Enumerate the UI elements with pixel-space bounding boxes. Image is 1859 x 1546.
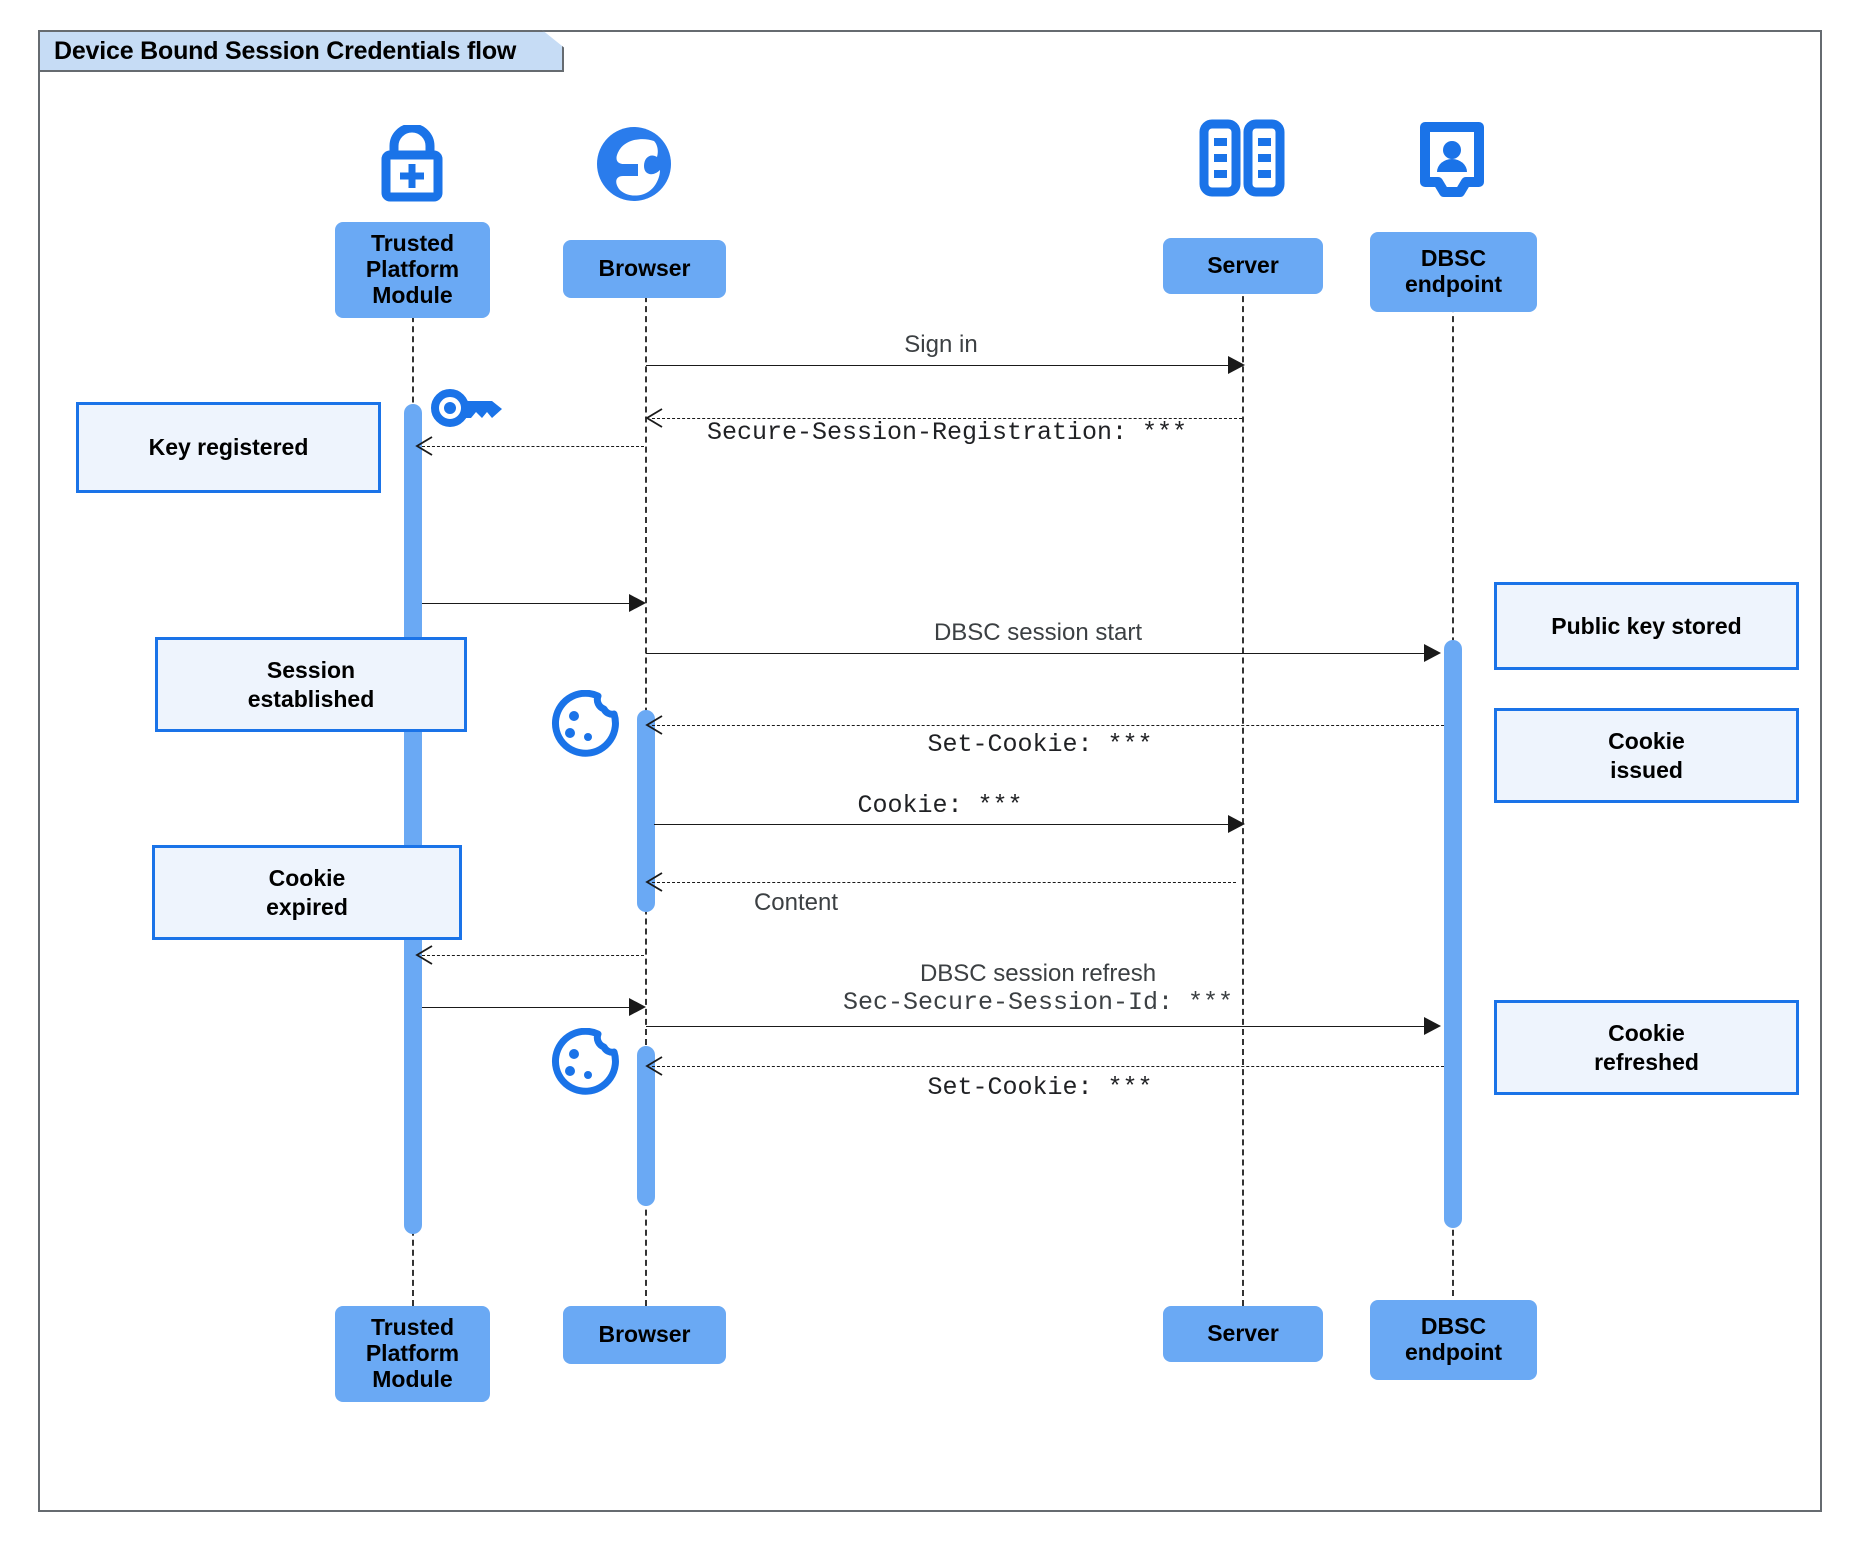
activation-tpm: [404, 404, 422, 1234]
label-line-2: Sec-Secure-Session-Id: ***: [842, 988, 1234, 1017]
message-line-set-cookie-2: [652, 1066, 1444, 1067]
participant-label: Server: [1207, 1320, 1279, 1347]
participant-browser-bottom[interactable]: Browser: [563, 1306, 726, 1364]
note-public-key-stored: Public key stored: [1494, 582, 1799, 670]
cookie-icon: [551, 1028, 619, 1095]
arrowhead-open-left: [645, 872, 663, 892]
activation-browser-1: [637, 710, 655, 912]
arrowhead-open-left: [645, 715, 663, 735]
participant-tpm-bottom[interactable]: Trusted Platform Module: [335, 1306, 490, 1402]
diagram-title: Device Bound Session Credentials flow: [38, 30, 564, 72]
message-line-browser-to-tpm-register: [422, 446, 644, 447]
note-cookie-expired: Cookie expired: [152, 845, 462, 940]
message-label-cookie: Cookie: ***: [857, 791, 1023, 820]
arrowhead-right: [1424, 644, 1441, 662]
arrowhead-open-left: [415, 945, 433, 965]
message-line-browser-to-tpm-refresh: [422, 955, 644, 956]
note-key-registered: Key registered: [76, 402, 381, 493]
id-badge-icon: [1420, 122, 1484, 197]
message-label-sign-in: Sign in: [904, 331, 978, 358]
note-text: Key registered: [148, 434, 309, 461]
message-label-dbsc-session-start: DBSC session start: [933, 619, 1143, 646]
note-text: Cookie issued: [1608, 727, 1685, 783]
participant-server-top[interactable]: Server: [1163, 238, 1323, 294]
arrowhead-right: [1424, 1017, 1441, 1035]
message-line-tpm-to-browser-refresh: [422, 1007, 638, 1008]
lifeline-server: [1242, 276, 1244, 1306]
message-line-set-cookie-1: [652, 725, 1444, 726]
arrowhead-right: [1228, 356, 1245, 374]
participant-label: Browser: [598, 255, 691, 282]
activation-browser-2: [637, 1046, 655, 1206]
participant-label: Server: [1207, 252, 1279, 279]
activation-dbsc: [1444, 640, 1462, 1228]
note-cookie-issued: Cookie issued: [1494, 708, 1799, 803]
message-label-content: Content: [753, 889, 839, 916]
message-label-dbsc-session-refresh: DBSC session refresh Sec-Secure-Session-…: [620, 960, 1456, 1017]
globe-icon: [597, 127, 671, 201]
note-text: Session established: [247, 656, 375, 712]
message-label-set-cookie-2: Set-Cookie: ***: [927, 1073, 1153, 1102]
arrowhead-open-left: [645, 1056, 663, 1076]
note-text: Cookie refreshed: [1594, 1019, 1699, 1075]
arrowhead-right: [1228, 815, 1245, 833]
key-icon: [431, 389, 502, 427]
message-line-cookie: [654, 824, 1236, 825]
message-label-set-cookie-1: Set-Cookie: ***: [927, 730, 1153, 759]
message-line-secure-session-registration: [652, 418, 1242, 419]
participant-dbsc-top[interactable]: DBSC endpoint: [1370, 232, 1537, 312]
message-line-sign-in: [646, 365, 1236, 366]
note-text: Public key stored: [1551, 612, 1742, 639]
note-session-established: Session established: [155, 637, 467, 732]
server-rack-icon: [1199, 119, 1285, 197]
label-line-1: DBSC session refresh: [919, 960, 1157, 987]
message-label-secure-session-registration: Secure-Session-Registration: ***: [706, 418, 1188, 447]
message-line-dbsc-session-start: [646, 653, 1430, 654]
lock-plus-icon: [381, 125, 443, 202]
participant-tpm-top[interactable]: Trusted Platform Module: [335, 222, 490, 318]
note-cookie-refreshed: Cookie refreshed: [1494, 1000, 1799, 1095]
message-line-dbsc-session-refresh: [646, 1026, 1430, 1027]
participant-label: Trusted Platform Module: [365, 1314, 460, 1392]
participant-label: DBSC endpoint: [1404, 1313, 1503, 1365]
participant-dbsc-bottom[interactable]: DBSC endpoint: [1370, 1300, 1537, 1380]
participant-label: Browser: [598, 1321, 691, 1348]
participant-label: DBSC endpoint: [1404, 245, 1503, 297]
participant-label: Trusted Platform Module: [365, 230, 460, 308]
arrowhead-open-left: [415, 436, 433, 456]
cookie-icon: [551, 690, 619, 757]
arrowhead-right: [629, 594, 646, 612]
note-text: Cookie expired: [266, 864, 348, 920]
arrowhead-right: [629, 998, 646, 1016]
participant-browser-top[interactable]: Browser: [563, 240, 726, 298]
message-line-tpm-to-browser-key: [422, 603, 638, 604]
message-line-content: [652, 882, 1236, 883]
participant-server-bottom[interactable]: Server: [1163, 1306, 1323, 1362]
arrowhead-open-left: [645, 408, 663, 428]
